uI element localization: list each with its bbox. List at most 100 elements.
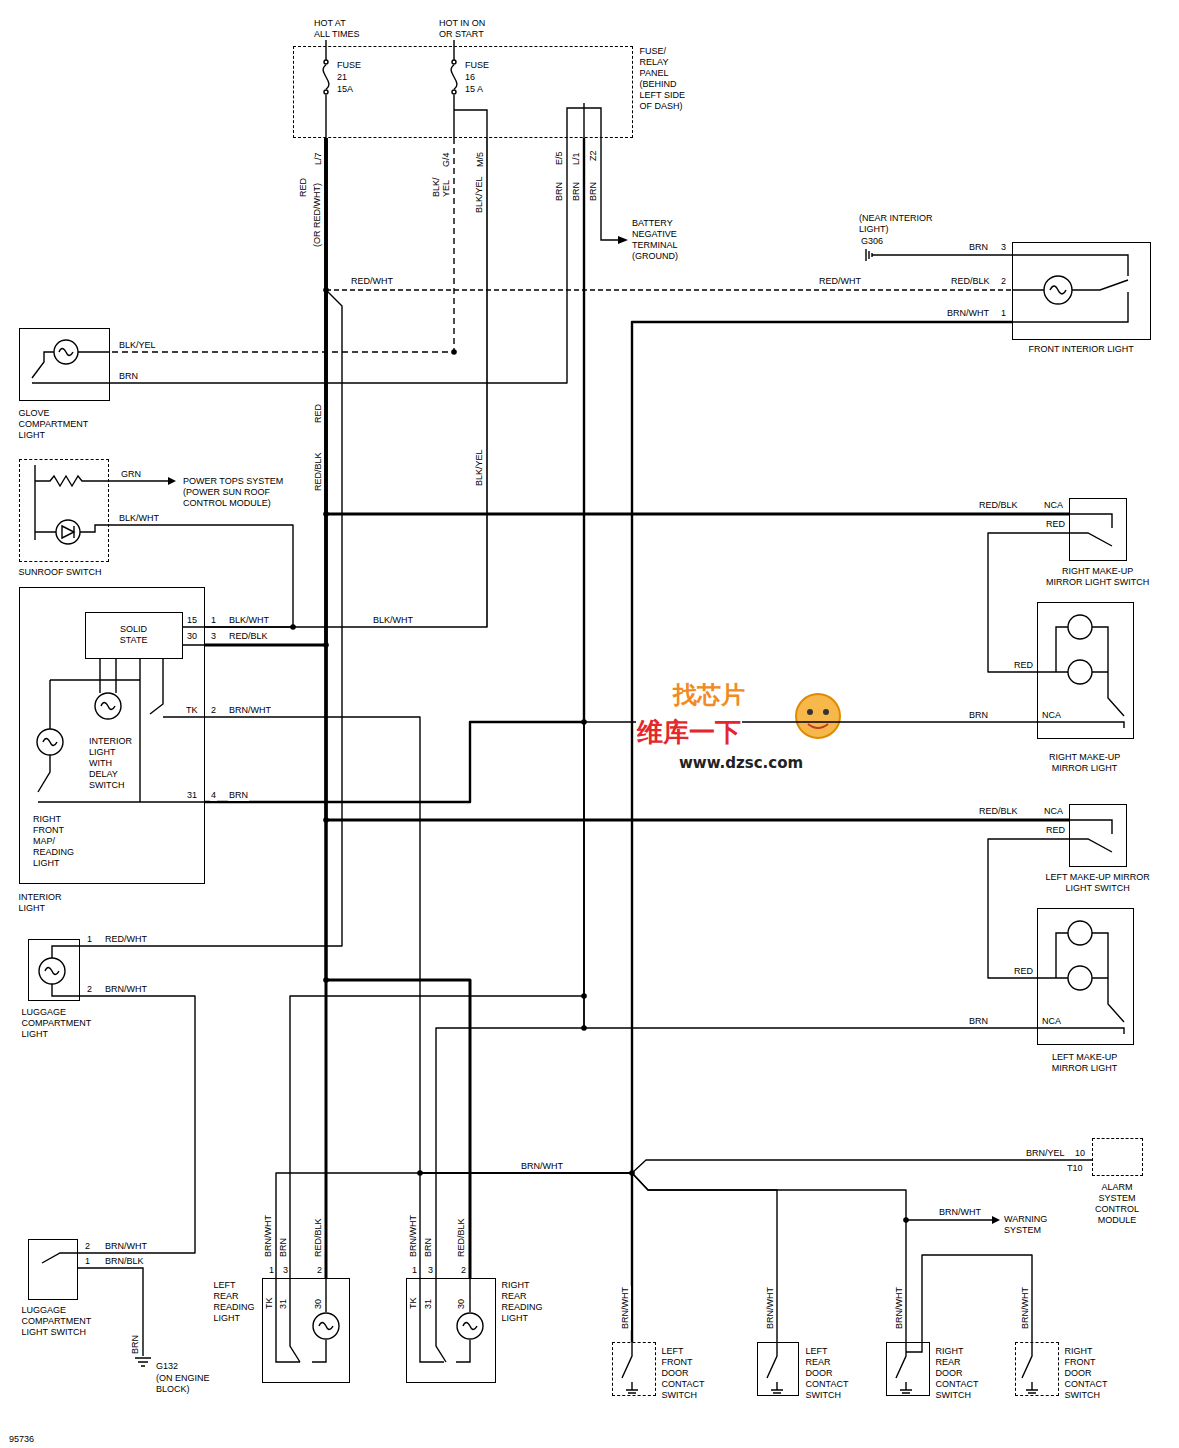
wire-label: 15A bbox=[336, 84, 354, 95]
wiring-symbol bbox=[452, 90, 456, 94]
wire bbox=[205, 138, 584, 802]
wiring-symbol bbox=[109, 480, 168, 481]
wiring-symbol bbox=[32, 352, 110, 383]
wiring-symbol bbox=[62, 526, 74, 538]
wire bbox=[110, 138, 567, 383]
wiring-symbol bbox=[872, 255, 1128, 322]
wire-label: T10 bbox=[1066, 1163, 1084, 1174]
wire-label: BRN bbox=[228, 790, 249, 801]
wire bbox=[276, 322, 1012, 1278]
watermark-text: 维库一下 bbox=[636, 718, 742, 747]
wire-label: BRN/WHT bbox=[938, 1207, 982, 1218]
wire-label: FUSE bbox=[464, 60, 490, 71]
wire-label: BRN/WHT bbox=[1020, 1286, 1031, 1330]
wiring-symbol bbox=[59, 349, 73, 356]
wiring-symbol bbox=[56, 520, 80, 544]
component-name: ALARM SYSTEM CONTROL MODULE bbox=[1088, 1182, 1147, 1226]
front-interior-light-symbol bbox=[866, 249, 1128, 322]
wire bbox=[326, 138, 1012, 290]
wire-label: (NEAR INTERIOR LIGHT) bbox=[858, 213, 940, 235]
wire-label: RED bbox=[1045, 519, 1066, 530]
wire-label: 31 bbox=[278, 1298, 289, 1310]
wiring-symbol bbox=[796, 694, 840, 738]
wire-label: BRN/WHT bbox=[104, 1241, 148, 1252]
component-box: RIGHT REAR DOOR CONTACT SWITCH bbox=[886, 1342, 930, 1396]
component-box: SUNROOF SWITCH bbox=[19, 459, 109, 562]
ground-arrow bbox=[618, 236, 628, 244]
wire-label: BLK/WHT bbox=[372, 615, 414, 626]
wiring-symbol bbox=[823, 709, 829, 715]
wire-label: BRN/WHT bbox=[228, 705, 272, 716]
wire-label: BRN bbox=[423, 1237, 434, 1258]
wire bbox=[584, 138, 1037, 1028]
wire-label: BRN bbox=[118, 371, 139, 382]
wire-label: WARNING SYSTEM bbox=[1003, 1214, 1055, 1236]
wire-label: BLK/YEL bbox=[474, 448, 485, 487]
wire-label: BRN/WHT bbox=[520, 1161, 564, 1172]
wiring-symbol bbox=[324, 90, 328, 94]
wire-label: G306 bbox=[860, 236, 884, 247]
wiring-symbol bbox=[319, 1323, 333, 1330]
wire bbox=[632, 322, 1012, 1342]
component-box: ALARM SYSTEM CONTROL MODULE bbox=[1092, 1138, 1143, 1176]
wiring-symbol bbox=[45, 968, 59, 975]
wire-label: 1 bbox=[86, 934, 93, 945]
wire bbox=[80, 138, 342, 946]
wire-label: 1 bbox=[1000, 308, 1007, 319]
component-name: LEFT MAKE-UP MIRROR LIGHT SWITCH bbox=[1045, 872, 1151, 894]
component-box: LEFT MAKE-UP MIRROR LIGHT SWITCH bbox=[1069, 804, 1127, 867]
wire-label: BRN bbox=[968, 1016, 989, 1027]
component-box: LEFT REAR READING LIGHT bbox=[262, 1278, 350, 1383]
wire-label: BRN/WHT bbox=[765, 1286, 776, 1330]
wiring-symbol bbox=[43, 739, 57, 746]
wire-label: RED/BLK bbox=[950, 276, 991, 287]
wire-label: BRN bbox=[571, 181, 582, 202]
wiring-symbol bbox=[313, 1313, 339, 1339]
wire bbox=[436, 138, 584, 1278]
component-box: LEFT FRONT DOOR CONTACT SWITCH bbox=[612, 1342, 656, 1396]
wire-label: 3 bbox=[210, 631, 217, 642]
wire-label: 2 bbox=[316, 1265, 323, 1276]
component-box: FRONT INTERIOR LIGHT bbox=[1012, 242, 1151, 340]
wire-label: BRN bbox=[130, 1334, 141, 1355]
wire-label: RED bbox=[298, 177, 309, 198]
wiring-symbol bbox=[324, 60, 328, 64]
component-name: LEFT REAR READING LIGHT bbox=[214, 1280, 258, 1324]
wiring-symbol bbox=[38, 680, 205, 802]
wiring-symbol bbox=[1037, 514, 1124, 728]
signal-arrow bbox=[992, 1216, 1000, 1224]
wire-label: 2 bbox=[210, 705, 217, 716]
wiring-symbol bbox=[896, 1342, 922, 1393]
wire-label: BRN/YEL bbox=[1025, 1148, 1066, 1159]
wire-label: 30 bbox=[313, 1298, 324, 1310]
wire-label: 1 bbox=[411, 1265, 418, 1276]
wire-label: BRN bbox=[278, 1237, 289, 1258]
wire-label: BRN/WHT bbox=[946, 308, 990, 319]
signal-arrow bbox=[168, 477, 176, 485]
glove-light-symbol bbox=[32, 340, 110, 383]
wire-label: L/1 bbox=[571, 151, 582, 166]
wire-label: BRN bbox=[968, 710, 989, 721]
wiring-symbol bbox=[1068, 660, 1092, 684]
wire-label: RED/BLK bbox=[228, 631, 269, 642]
wire-label: RED bbox=[313, 403, 324, 424]
wire-label: RED/WHT bbox=[818, 276, 862, 287]
watermark-text: www.dzsc.com bbox=[678, 754, 804, 772]
wire-label: BRN bbox=[588, 181, 599, 202]
wire-label: BRN/WHT bbox=[894, 1286, 905, 1330]
wiring-symbol bbox=[1068, 966, 1092, 990]
wire-label: G/4 bbox=[441, 151, 452, 168]
wiring-symbol bbox=[601, 138, 618, 240]
component-name: GLOVE COMPARTMENT LIGHT bbox=[19, 408, 95, 441]
component-box: RIGHT MAKE-UP MIRROR LIGHT SWITCH bbox=[1069, 498, 1127, 561]
sunroof-switch-symbol bbox=[35, 465, 168, 544]
wire-label: NCA bbox=[1041, 710, 1062, 721]
wire-label: TK bbox=[408, 1296, 419, 1310]
wire-label: 1 bbox=[84, 1256, 91, 1267]
wire-label: NCA bbox=[1041, 1016, 1062, 1027]
wire-label: GRN bbox=[120, 469, 142, 480]
wire bbox=[205, 138, 326, 645]
component-name: RIGHT MAKE-UP MIRROR LIGHT bbox=[1039, 752, 1131, 774]
wire-label: HOT AT ALL TIMES bbox=[313, 18, 363, 40]
wiring-symbol bbox=[326, 40, 454, 60]
